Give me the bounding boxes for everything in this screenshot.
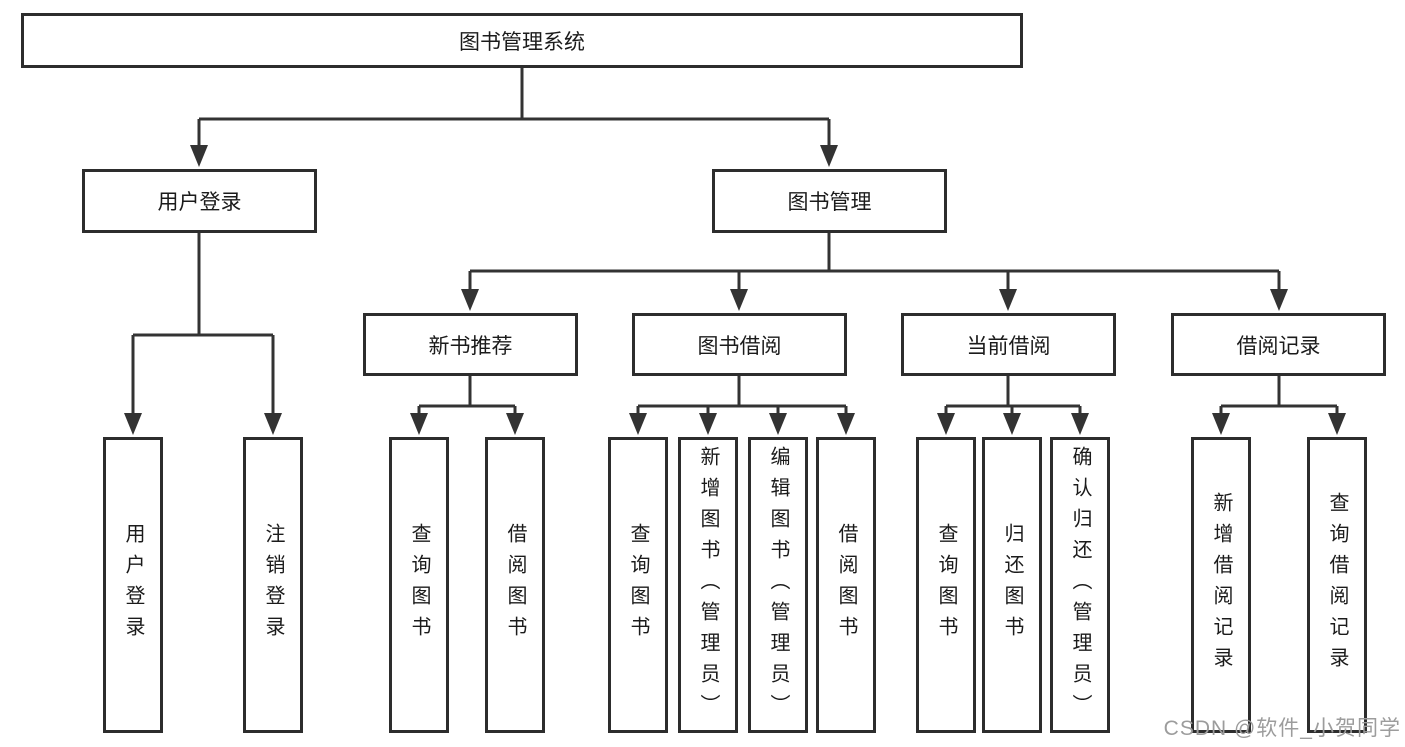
leaf-records-add-record-label: 新增借阅记录 <box>1210 492 1232 678</box>
leaf-borrowing-borrow-books-label: 借阅图书 <box>835 523 857 647</box>
leaf-current-query-books: 查询图书 <box>916 437 976 733</box>
node-user-login: 用户登录 <box>82 169 317 233</box>
leaf-borrowing-edit-books-admin-label: 编辑图书（管理员） <box>767 445 789 725</box>
node-book-borrowing: 图书借阅 <box>632 313 847 376</box>
leaf-user-login: 用户登录 <box>103 437 163 733</box>
node-book-management-label: 图书管理 <box>787 191 872 214</box>
leaf-borrowing-borrow-books: 借阅图书 <box>816 437 876 733</box>
leaf-logout: 注销登录 <box>243 437 303 733</box>
leaf-current-confirm-return-admin: 确认归还（管理员） <box>1050 437 1110 733</box>
arrowheads <box>124 145 1346 435</box>
leaf-borrowing-add-books-admin: 新增图书（管理员） <box>678 437 738 733</box>
node-book-management: 图书管理 <box>712 169 947 233</box>
leaf-newrec-query-books: 查询图书 <box>389 437 449 733</box>
leaf-newrec-borrow-books: 借阅图书 <box>485 437 545 733</box>
node-book-borrowing-label: 图书借阅 <box>697 334 782 358</box>
node-library-system: 图书管理系统 <box>21 13 1023 68</box>
node-user-login-label: 用户登录 <box>157 191 242 214</box>
leaf-current-return-books-label: 归还图书 <box>1001 523 1023 647</box>
node-new-book-recommendation: 新书推荐 <box>363 313 578 376</box>
leaf-current-return-books: 归还图书 <box>982 437 1042 733</box>
leaf-records-query-record-label: 查询借阅记录 <box>1326 492 1348 678</box>
leaf-current-confirm-return-admin-label: 确认归还（管理员） <box>1069 445 1091 725</box>
leaf-user-login-label: 用户登录 <box>122 523 144 647</box>
leaf-current-query-books-label: 查询图书 <box>935 523 957 647</box>
leaf-newrec-borrow-books-label: 借阅图书 <box>504 523 526 647</box>
node-borrowing-records: 借阅记录 <box>1171 313 1386 376</box>
node-new-book-recommendation-label: 新书推荐 <box>428 334 513 358</box>
leaf-borrowing-add-books-admin-label: 新增图书（管理员） <box>697 445 719 725</box>
leaf-borrowing-query-books: 查询图书 <box>608 437 668 733</box>
node-borrowing-records-label: 借阅记录 <box>1236 334 1321 358</box>
node-library-system-label: 图书管理系统 <box>459 30 585 54</box>
leaf-borrowing-edit-books-admin: 编辑图书（管理员） <box>748 437 808 733</box>
leaf-records-query-record: 查询借阅记录 <box>1307 437 1367 733</box>
leaf-logout-label: 注销登录 <box>262 523 284 647</box>
leaf-newrec-query-books-label: 查询图书 <box>408 523 430 647</box>
node-current-borrowing-label: 当前借阅 <box>966 334 1051 358</box>
leaf-borrowing-query-books-label: 查询图书 <box>627 523 649 647</box>
leaf-records-add-record: 新增借阅记录 <box>1191 437 1251 733</box>
node-current-borrowing: 当前借阅 <box>901 313 1116 376</box>
